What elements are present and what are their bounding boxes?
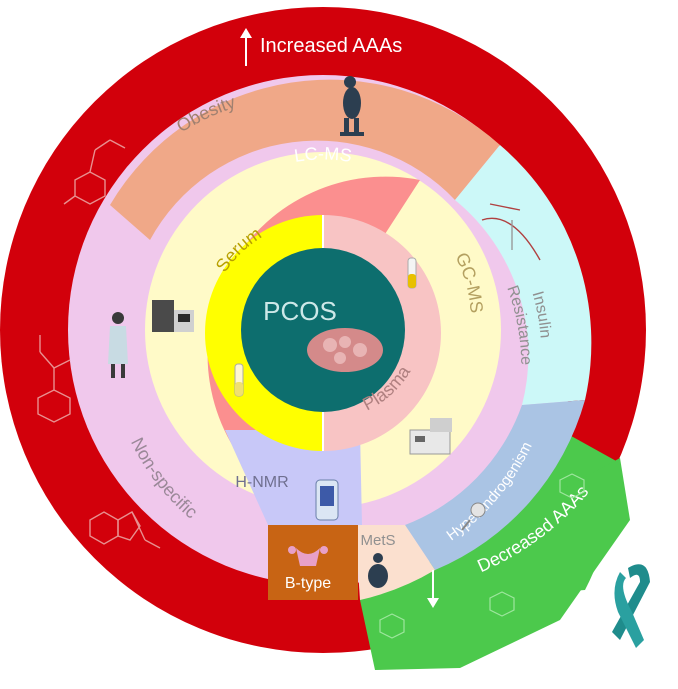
- outer-ring-decreased-bottom: [360, 458, 630, 670]
- patient-icon: [108, 312, 128, 378]
- up-arrow-icon: [240, 28, 252, 66]
- tryptophan-structure-icon: [89, 511, 161, 549]
- nmr-instrument-icon: [315, 479, 339, 521]
- segment-hyperandrogenism: [405, 400, 585, 570]
- lc-ms-instrument-icon: [152, 300, 194, 332]
- tyrosine-structure-icon: [63, 139, 126, 205]
- awareness-ribbon-icon: [612, 564, 650, 648]
- segment-obesity: [110, 79, 500, 241]
- center-label: PCOS: [263, 296, 337, 326]
- green-structure-icons: [379, 473, 585, 639]
- label-mets: MetS: [360, 532, 395, 549]
- ovary-icon: [307, 328, 383, 372]
- label-increased-aaas: Increased AAAs: [260, 35, 402, 57]
- insulin-chart-icon: [481, 203, 541, 261]
- test-tube-icon: [407, 257, 417, 289]
- mets-person-icon: [368, 553, 388, 588]
- test-tube-icon-serum: [234, 363, 244, 397]
- label-h-nmr: H-NMR: [235, 474, 288, 491]
- center-circle: [241, 248, 405, 412]
- label-b-type: B-type: [285, 575, 331, 592]
- label-lc-ms: LC-MS: [293, 143, 353, 165]
- weighing-person-icon: [340, 76, 364, 136]
- down-arrow-icon: [427, 570, 439, 608]
- phenylalanine-structure-icon: [37, 335, 71, 423]
- gc-ms-instrument-icon: [409, 418, 452, 455]
- uterus-icon: [288, 546, 328, 566]
- hyperandrogenism-icon: [461, 502, 486, 531]
- segment-insulin-resistance: [455, 145, 592, 405]
